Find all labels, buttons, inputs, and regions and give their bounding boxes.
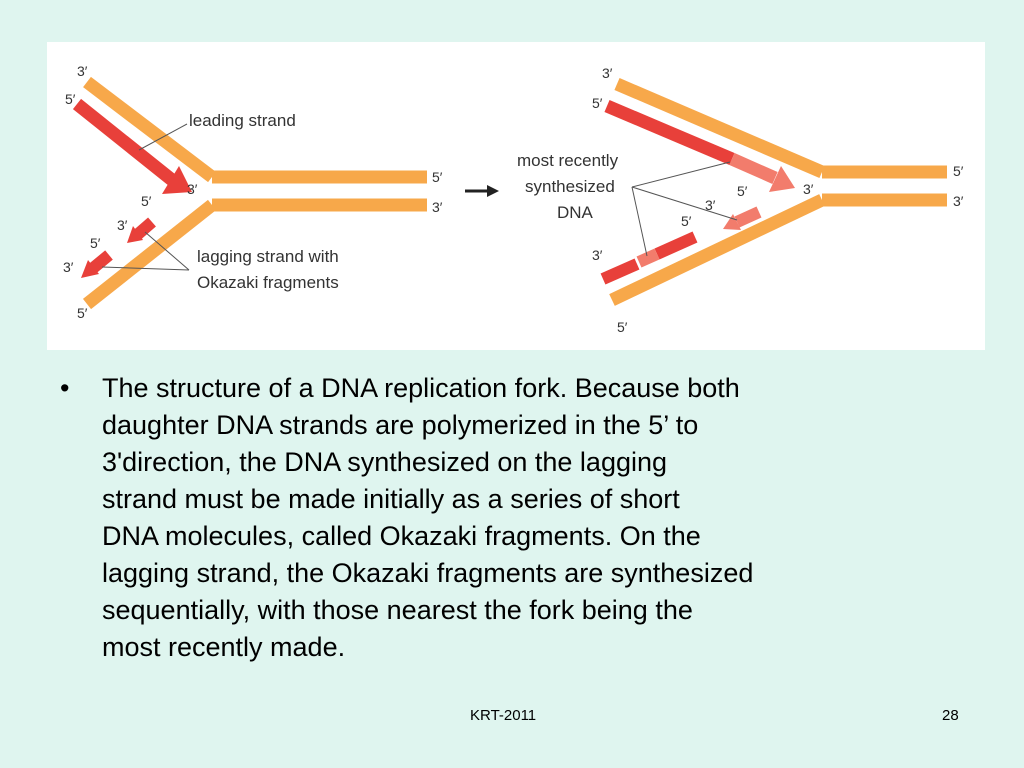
- end-label: 5′: [90, 235, 101, 251]
- transition-arrowhead: [487, 185, 499, 197]
- right-fragment-middle-tip: [639, 254, 657, 262]
- end-label: 5′: [592, 95, 603, 111]
- leading-strand-label: leading strand: [189, 111, 296, 130]
- right-fragment-middle: [657, 237, 695, 254]
- right-fork: most recently synthesized DNA 3′ 5′ 3′ 5…: [517, 65, 964, 335]
- end-label: 5′: [77, 305, 88, 321]
- lagging-strand-label-line1: lagging strand with: [197, 247, 339, 266]
- end-label: 3′: [803, 181, 814, 197]
- end-label: 3′: [63, 259, 74, 275]
- end-label: 5′: [617, 319, 628, 335]
- recent-pointer-3: [632, 187, 647, 256]
- end-label: 5′: [141, 193, 152, 209]
- end-label: 3′: [602, 65, 613, 81]
- lagging-pointer-2: [102, 267, 189, 270]
- end-label: 5′: [737, 183, 748, 199]
- end-label: 3′: [953, 193, 964, 209]
- right-fragment-oldest: [603, 264, 637, 279]
- right-leading-strand: [607, 106, 732, 159]
- end-label: 3′: [592, 247, 603, 263]
- okazaki-fragment-1: [137, 222, 152, 235]
- end-label: 3′: [705, 197, 716, 213]
- recent-label-line2: synthesized: [525, 177, 615, 196]
- end-label: 3′: [432, 199, 443, 215]
- right-leading-recent: [732, 159, 775, 178]
- dna-replication-fork-figure: leading strand lagging strand with Okaza…: [47, 42, 985, 350]
- recent-pointer-1: [632, 162, 730, 187]
- bullet-marker: •: [60, 370, 102, 666]
- slide-number: 28: [942, 707, 959, 724]
- end-label: 3′: [117, 217, 128, 233]
- left-fork: leading strand lagging strand with Okaza…: [63, 63, 443, 321]
- end-label: 5′: [65, 91, 76, 107]
- end-label: 5′: [681, 213, 692, 229]
- lagging-strand-label-line2: Okazaki fragments: [197, 273, 339, 292]
- end-label: 5′: [432, 169, 443, 185]
- end-label: 5′: [953, 163, 964, 179]
- caption-bullet-item: • The structure of a DNA replication for…: [60, 370, 980, 666]
- end-label: 3′: [77, 63, 88, 79]
- right-fragment-recent: [737, 212, 759, 222]
- caption-paragraph: The structure of a DNA replication fork.…: [102, 370, 753, 666]
- end-label: 3′: [187, 181, 198, 197]
- recent-label-line3: DNA: [557, 203, 594, 222]
- recent-label-line1: most recently: [517, 151, 619, 170]
- footer-label: KRT-2011: [470, 707, 536, 724]
- right-template-lower: [612, 200, 822, 300]
